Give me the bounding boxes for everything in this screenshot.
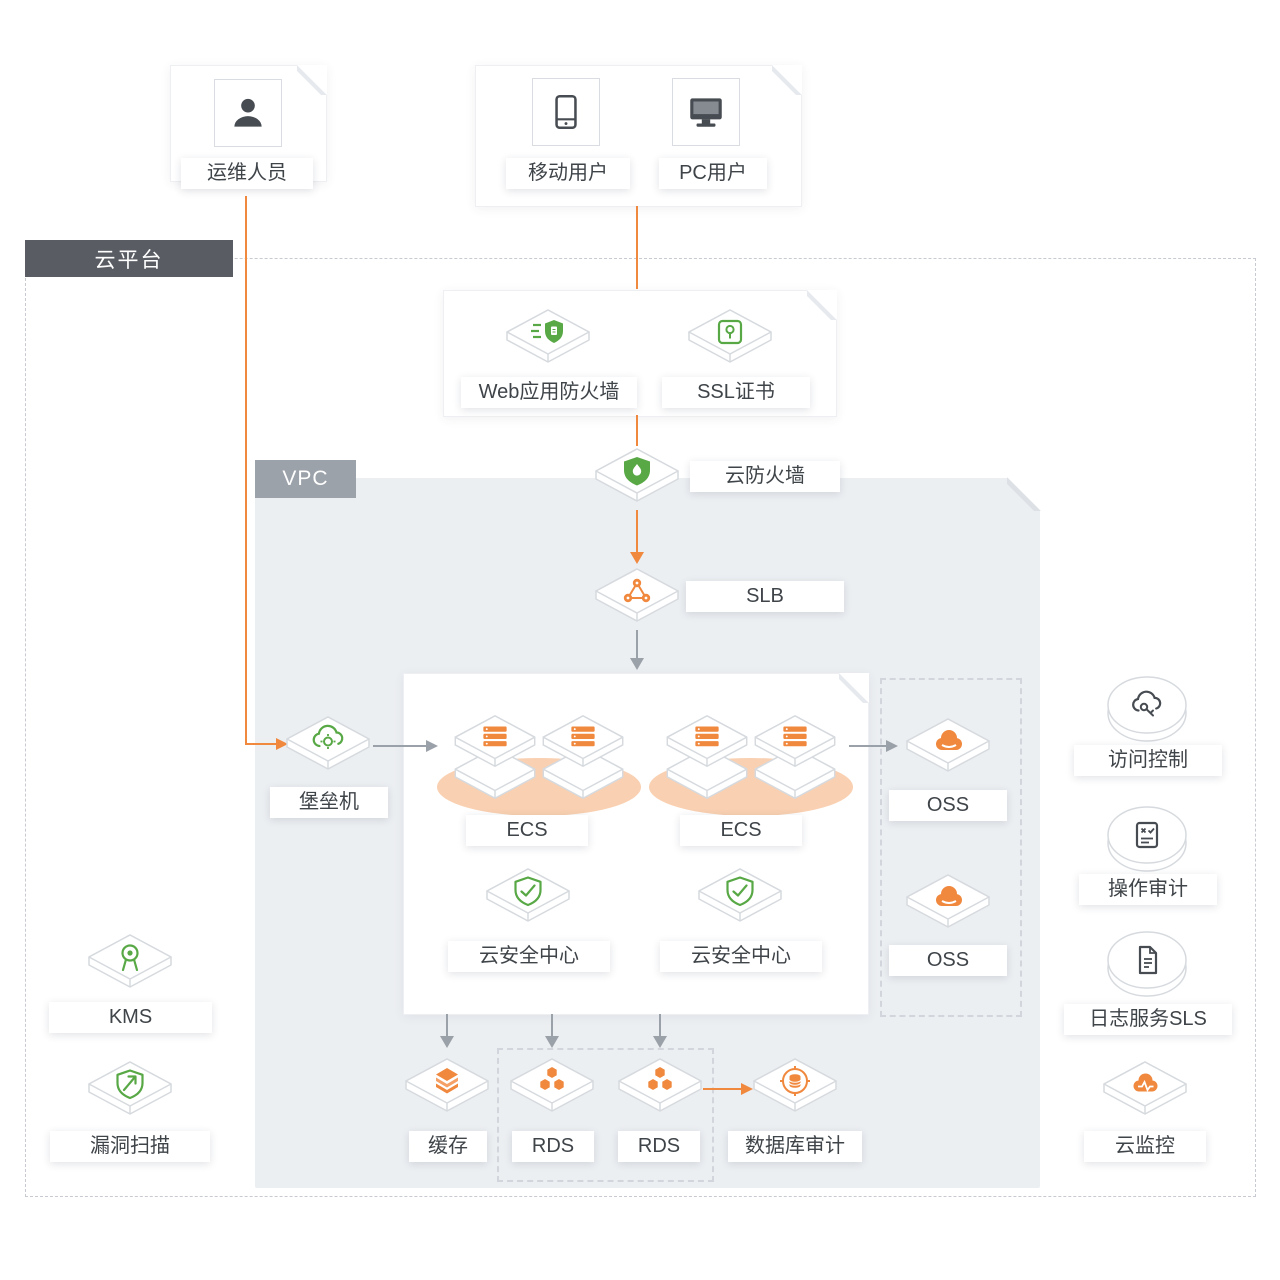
vulnerability-scan-icon <box>86 1058 174 1122</box>
kms-icon <box>86 931 174 995</box>
cloud-firewall-label: 云防火墙 <box>690 461 840 492</box>
rds-right-label: RDS <box>618 1131 700 1162</box>
vulnerability-scan-label: 漏洞扫描 <box>50 1131 210 1162</box>
cloud-monitor-icon <box>1101 1058 1189 1122</box>
security-center-right-label: 云安全中心 <box>660 941 822 972</box>
cache-icon <box>403 1055 491 1119</box>
ssl-certificate-icon <box>686 306 774 370</box>
ecs-right-label: ECS <box>680 815 802 846</box>
ecs-cluster-right <box>649 712 853 816</box>
slb-icon <box>593 565 681 629</box>
database-audit-label: 数据库审计 <box>728 1131 862 1162</box>
ssl-certificate-label: SSL证书 <box>662 377 810 408</box>
fold-corner-decoration <box>839 673 869 703</box>
fold-corner-decoration <box>807 290 837 320</box>
vpc-label: VPC <box>255 460 356 498</box>
ecs-cluster-left <box>437 712 641 816</box>
operation-audit-icon <box>1105 802 1189 874</box>
oss-cloud-icon <box>904 871 992 935</box>
database-audit-icon <box>751 1055 839 1119</box>
oss-top-label: OSS <box>889 790 1007 821</box>
ecs-server-icon <box>452 712 538 774</box>
rds-left-label: RDS <box>512 1131 594 1162</box>
oss-group-box <box>880 678 1022 1017</box>
access-control-icon <box>1105 672 1189 744</box>
cloud-platform-label: 云平台 <box>25 240 233 277</box>
desktop-icon <box>672 78 740 146</box>
access-control-label: 访问控制 <box>1074 745 1222 776</box>
slb-label: SLB <box>686 581 844 612</box>
ecs-server-icon <box>540 712 626 774</box>
person-icon <box>214 79 282 147</box>
rds-icon <box>616 1055 704 1119</box>
fold-corner-decoration <box>1007 477 1041 511</box>
security-center-shield-icon <box>484 865 572 929</box>
oss-bottom-label: OSS <box>889 945 1007 976</box>
rds-icon <box>508 1055 596 1119</box>
cloud-monitor-label: 云监控 <box>1084 1131 1206 1162</box>
waf-label: Web应用防火墙 <box>461 377 637 408</box>
security-center-left-label: 云安全中心 <box>448 941 610 972</box>
ecs-server-icon <box>664 712 750 774</box>
ecs-server-icon <box>752 712 838 774</box>
operation-audit-label: 操作审计 <box>1079 874 1217 905</box>
mobile-user-label: 移动用户 <box>506 158 630 189</box>
ecs-left-label: ECS <box>466 815 588 846</box>
cloud-platform-region <box>25 258 1256 1197</box>
rds-group-box <box>497 1048 714 1182</box>
fold-corner-decoration <box>772 65 802 95</box>
mobile-phone-icon <box>532 78 600 146</box>
log-service-label: 日志服务SLS <box>1064 1004 1232 1035</box>
pc-user-label: PC用户 <box>659 158 767 189</box>
cloud-firewall-icon <box>593 445 681 509</box>
cache-label: 缓存 <box>409 1131 487 1162</box>
log-service-icon <box>1105 927 1189 999</box>
oss-cloud-icon <box>904 715 992 779</box>
ops-user-label: 运维人员 <box>181 158 313 189</box>
bastion-host-icon <box>284 713 372 777</box>
bastion-host-label: 堡垒机 <box>270 787 388 818</box>
security-center-shield-icon <box>696 865 784 929</box>
fold-corner-decoration <box>297 65 327 95</box>
waf-icon <box>504 306 592 370</box>
kms-label: KMS <box>49 1002 212 1033</box>
